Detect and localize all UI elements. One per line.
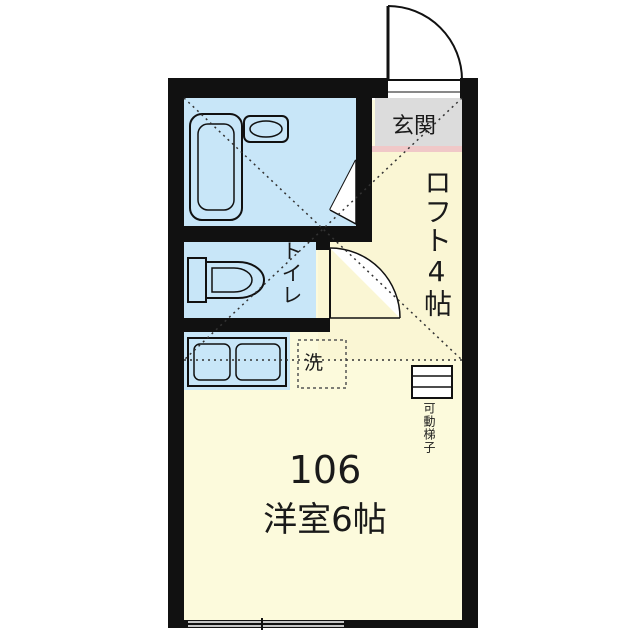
loft-diagonal-2 (183, 97, 463, 361)
washbasin-right (235, 343, 281, 381)
toilet-bowl (205, 261, 265, 299)
entrance-door-swing (387, 5, 463, 81)
washbasin-left (193, 343, 231, 381)
bath-sink-bowl (249, 120, 283, 138)
ladder-icon (411, 365, 453, 399)
room-number: 106 (288, 448, 362, 492)
wall-toilet-bottom (184, 318, 330, 332)
washbasin-counter (187, 337, 287, 387)
wall-left (168, 78, 184, 624)
toilet-door-swing (329, 247, 401, 319)
wall-bottom (168, 620, 478, 628)
room-name: 洋室6帖 (263, 500, 387, 540)
bathtub-inner (197, 123, 235, 211)
toilet-bowl-inner (211, 267, 253, 293)
wall-toilet-right (316, 226, 330, 250)
toilet-label: トイレ (279, 240, 303, 306)
entrance-step (370, 146, 462, 152)
toilet-tank (187, 257, 207, 303)
loft-label: ロフト4帖 (420, 168, 453, 318)
entrance-label: 玄関 (391, 114, 436, 139)
ladder-label: 可動梯子 (422, 402, 436, 454)
loft-diagonal-1 (183, 97, 463, 361)
washer-space (297, 339, 347, 389)
wall-bath-right (356, 98, 372, 240)
wall-top-right (460, 78, 478, 98)
washer-label: 洗 (304, 352, 324, 374)
wall-right (462, 78, 478, 624)
wall-top-left (168, 78, 388, 98)
